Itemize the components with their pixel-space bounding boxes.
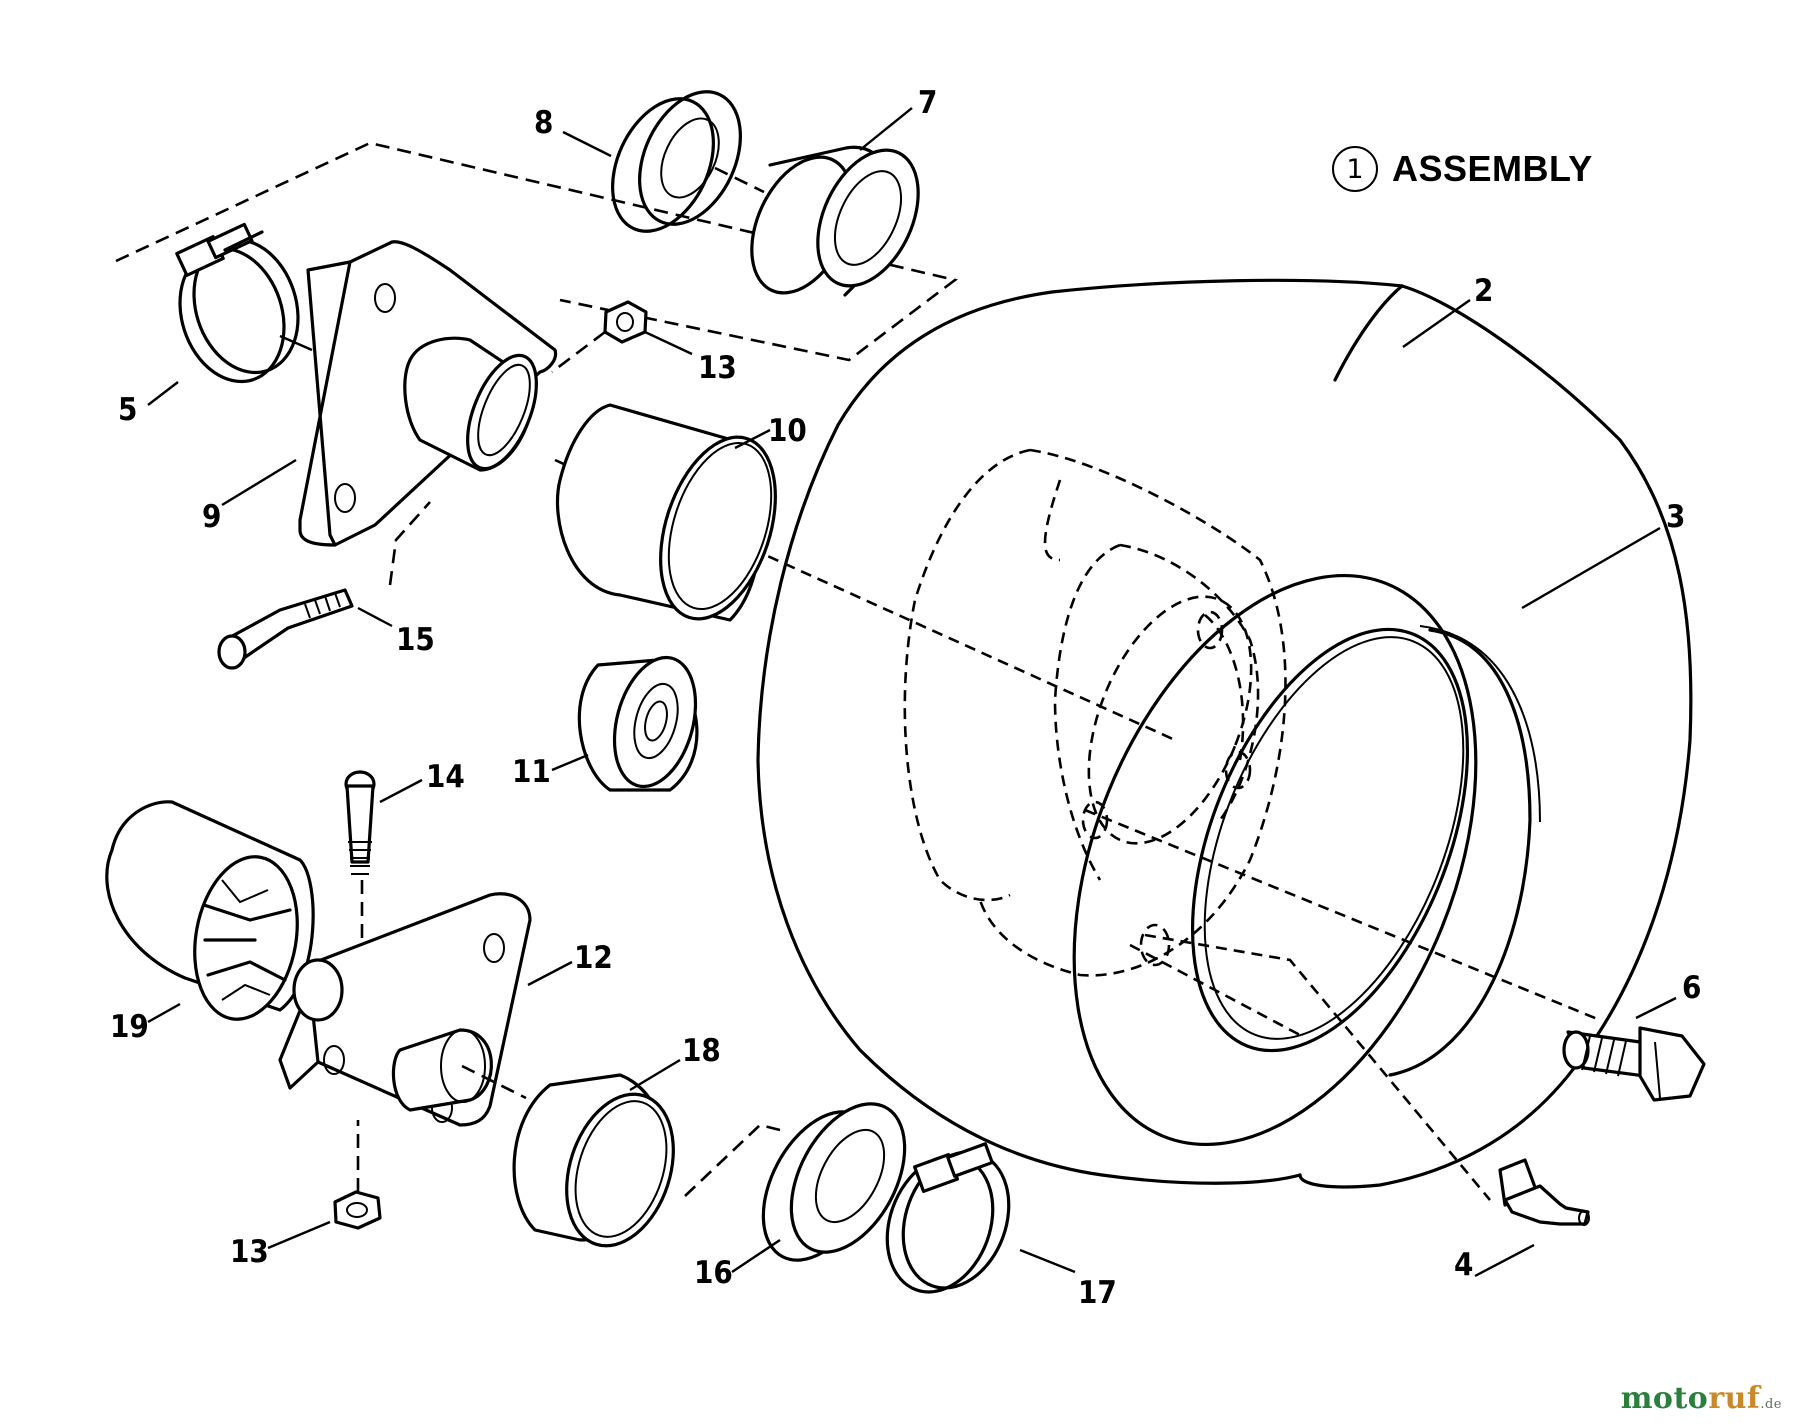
callout-7: 7: [918, 85, 938, 121]
hose-clamp-part-5: [147, 222, 313, 406]
rim-part-3: [1190, 625, 1541, 1077]
callout-14: 14: [426, 759, 465, 795]
callout-2: 2: [1474, 273, 1494, 309]
callout-11: 11: [512, 754, 551, 790]
bolt-part-15: [217, 501, 431, 670]
assembly-title: ASSEMBLY: [1392, 148, 1593, 189]
callout-13-upper: 13: [698, 350, 737, 386]
nut-part-13-lower: [267, 1120, 382, 1250]
assembly-number-circle: 1: [1332, 146, 1378, 192]
callout-10: 10: [768, 413, 807, 449]
callout-3: 3: [1666, 499, 1686, 535]
callout-12: 12: [574, 940, 613, 976]
phantom-outline-upper: [115, 141, 958, 362]
watermark-prefix: moto: [1620, 1381, 1709, 1416]
callout-8: 8: [534, 105, 554, 141]
hidden-rim-hub: [903, 448, 1287, 977]
watermark-suffix: ruf: [1708, 1381, 1761, 1416]
callout-5: 5: [118, 392, 138, 428]
flange-bolt-part-6: [1562, 996, 1706, 1102]
valve-stem-part-4: [1474, 1158, 1590, 1278]
watermark-logo: motoruf.de: [1621, 1381, 1782, 1416]
callout-17: 17: [1078, 1275, 1117, 1311]
leader-3: [1521, 526, 1661, 610]
assembly-number: 1: [1346, 153, 1364, 185]
seal-part-8: [562, 90, 765, 233]
callout-19: 19: [110, 1009, 149, 1045]
seal-part-16: [684, 1102, 907, 1273]
sleeve-part-19: [105, 800, 315, 1024]
callout-16: 16: [694, 1255, 733, 1291]
callout-15: 15: [396, 622, 435, 658]
spacer-part-10: [555, 403, 777, 622]
callout-9: 9: [202, 499, 222, 535]
leader-2: [1402, 299, 1471, 348]
nut-part-13-upper: [551, 300, 693, 374]
bracket-part-12: [278, 892, 573, 1127]
ball-bearing-part-11: [551, 655, 699, 792]
bolt-part-14: [344, 770, 423, 985]
callout-18: 18: [682, 1033, 721, 1069]
hose-clamp-part-17: [885, 1142, 1076, 1294]
watermark-tld: .de: [1760, 1397, 1782, 1412]
bracket-part-9: [221, 240, 558, 547]
assembly-header: 1 ASSEMBLY: [1332, 146, 1593, 192]
tire-part-2: [756, 278, 1693, 1189]
bushing-part-18: [512, 1058, 681, 1248]
bearing-part-7: [750, 107, 920, 297]
callout-13-lower: 13: [230, 1234, 269, 1270]
callout-4: 4: [1454, 1247, 1474, 1283]
callout-6: 6: [1682, 970, 1702, 1006]
